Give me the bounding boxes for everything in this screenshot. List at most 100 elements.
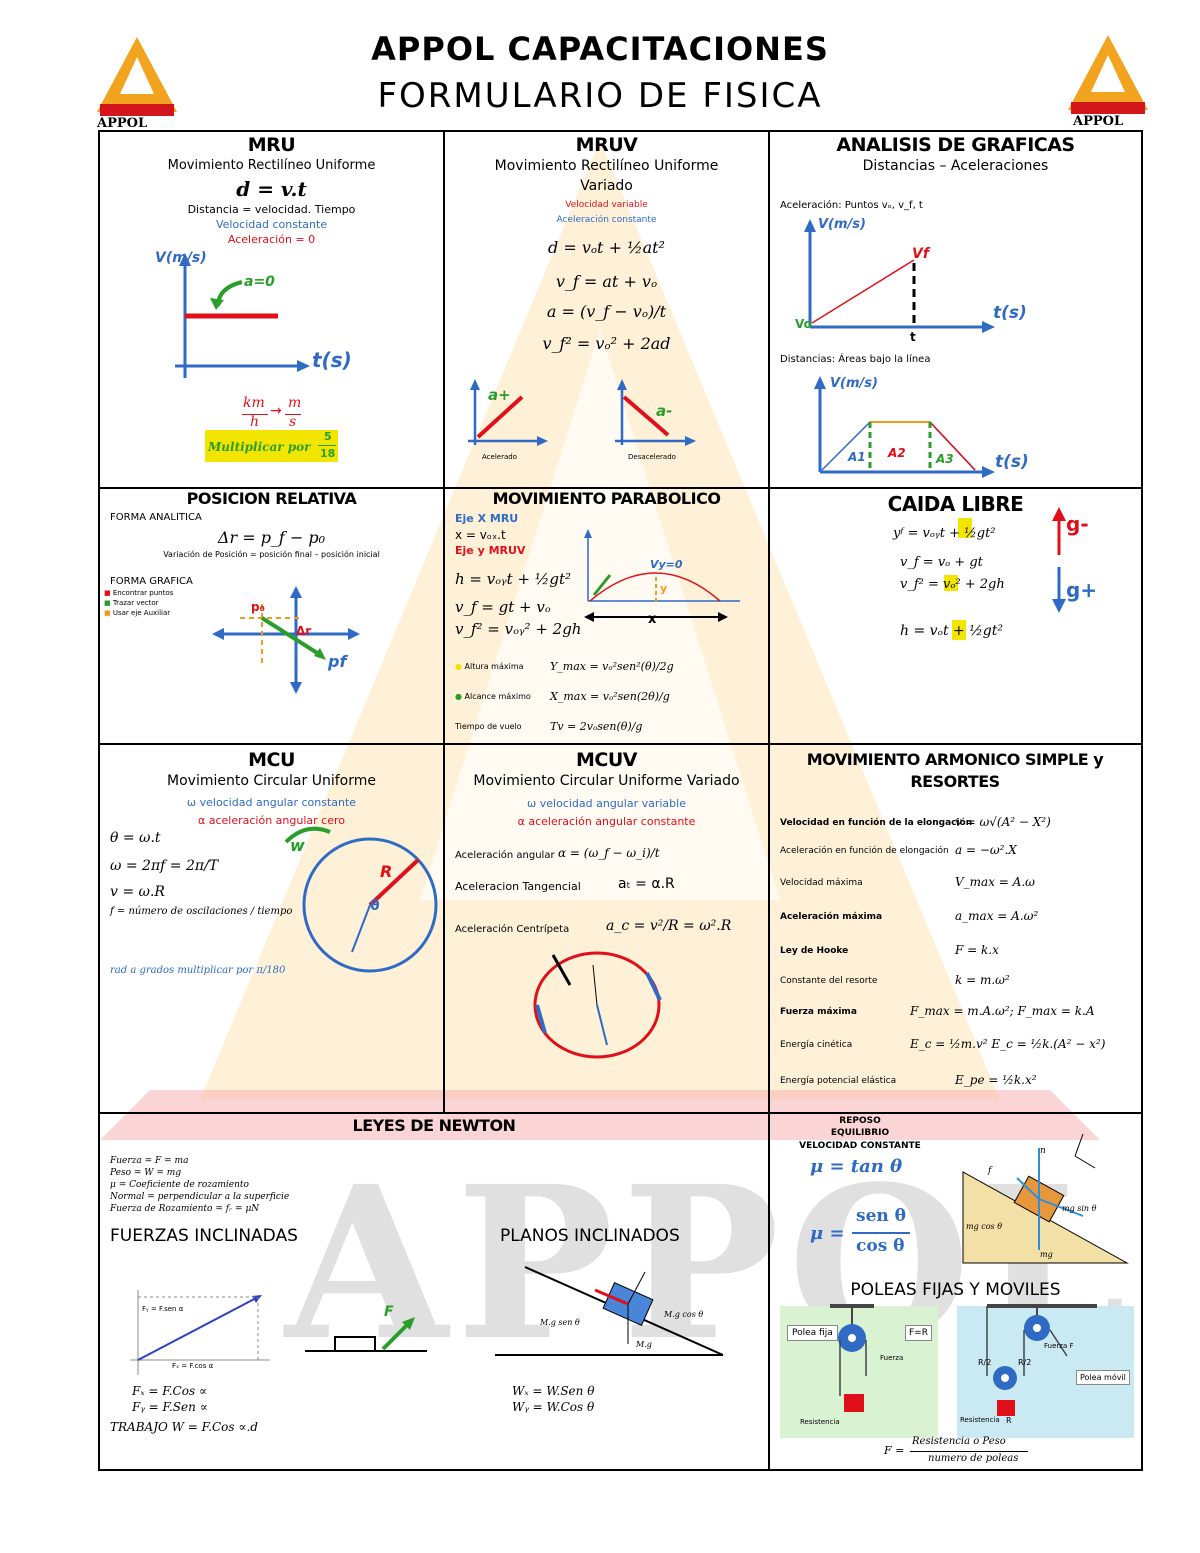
parabolico-fx: x = vₒₓ.t — [455, 528, 506, 542]
graficas-graph1 — [804, 219, 995, 333]
poleas-formula-den: numero de poleas — [928, 1453, 1019, 1464]
reposo-l3: VELOCIDAD CONSTANTE — [799, 1141, 921, 1151]
reposo-f1: μ = tan θ — [810, 1156, 903, 1177]
mru-desc: Distancia = velocidad. Tiempo — [187, 203, 356, 216]
graficas-y1: V(m/s) — [818, 217, 866, 232]
mas-row-label: Constante del resorte — [780, 976, 878, 986]
polea-fuerzaF: Fuerza F — [1044, 1342, 1074, 1350]
polea-r2a: R/2 — [978, 1358, 992, 1367]
reposo-mgcos: mg cos θ — [966, 1222, 1003, 1231]
graficas-graph2 — [814, 376, 995, 478]
mru-title: MRU — [247, 134, 296, 156]
reposo-f2-den: cos θ — [856, 1236, 905, 1256]
graficas-note2: Distancias: Áreas bajo la línea — [780, 354, 931, 365]
mru-conv-num: km — [243, 395, 265, 411]
mru-subtitle: Movimiento Rectilíneo Uniforme — [167, 158, 376, 173]
posicion-formula: Δr = p_f − p₀ — [217, 528, 326, 547]
mas-row-formula: k = m.ω² — [955, 973, 1010, 987]
mas-row-formula: F_max = m.A.ω²; F_max = k.A — [910, 1004, 1095, 1018]
mcuv-f1: α = (ω_f − ω_i)/t — [558, 846, 660, 860]
mcuv-f3: a_c = v²/R = ω².R — [606, 918, 732, 934]
pi1: Wₓ = W.Sen θ — [512, 1384, 595, 1398]
plano-mcos: M.g cos θ — [664, 1310, 704, 1319]
parabolico-item-formula: X_max = vₒ²sen(2θ)/g — [550, 690, 670, 703]
mcuv-f1-label: Aceleración angular — [455, 850, 555, 861]
plano-inclinado-diagram — [495, 1266, 724, 1356]
mcuv-f2: aₜ = α.R — [618, 876, 675, 892]
posicion-item-3: ■ Usar eje Auxiliar — [104, 609, 171, 617]
polea-r: R — [1006, 1416, 1012, 1425]
polea-fr-label: F=R — [905, 1325, 932, 1341]
fy-label: Fᵧ = F.sen α — [142, 1305, 184, 1313]
polea-res2: Resistencia — [960, 1416, 1000, 1424]
mruv-graph-accel — [468, 379, 548, 446]
logo-left — [97, 37, 177, 116]
parabolico-ejey: Eje y MRUV — [455, 544, 526, 557]
parabolico-y-label: y — [660, 582, 668, 595]
posicion-analitica: FORMA ANALITICA — [110, 512, 202, 523]
mruv-note2: Aceleración constante — [556, 215, 657, 225]
graficas-a2: A2 — [888, 446, 906, 460]
mcu-f3: v = ω.R — [110, 884, 165, 900]
newton-inclinadas-title: FUERZAS INCLINADAS — [110, 1226, 298, 1246]
parabolico-item-label: Alcance máximo — [464, 692, 531, 701]
parabolico-vel-label: Vy=0 — [650, 558, 683, 571]
mru-mult: Multiplicar por — [208, 440, 311, 454]
mcu-title: MCU — [248, 749, 295, 771]
mcuv-note1: ω velocidad angular variable — [527, 797, 686, 810]
parabolico-ejex: Eje X MRU — [455, 512, 519, 525]
mru-mult-num: 5 — [324, 430, 332, 443]
mcu-circle — [284, 826, 438, 973]
reposo-f: f — [988, 1166, 992, 1176]
mcu-subtitle: Movimiento Circular Uniforme — [167, 773, 376, 789]
mru-conv-den2: s — [289, 414, 297, 430]
parabolico-item: ● Alcance máximo — [455, 692, 531, 701]
mas-row-formula: a = −ω².X — [955, 843, 1017, 857]
polea-fuerza-label: Fuerza — [880, 1354, 904, 1362]
mas-title: MOVIMIENTO ARMONICO SIMPLE y RESORTES — [806, 750, 1104, 791]
polea-fija-diagram — [830, 1304, 874, 1412]
newton-line: μ = Coeficiente de rozamiento — [110, 1180, 249, 1190]
reposo-n: n — [1040, 1146, 1046, 1156]
mcu-theta: θ — [370, 898, 380, 914]
posicion-p0: p₀ — [251, 600, 265, 614]
posicion-title: POSICION RELATIVA — [186, 489, 357, 508]
caida-f1: yᶠ = vₒᵧt + ½gt² — [893, 526, 996, 541]
polea-movil-diagram — [986, 1304, 1097, 1416]
newton-line: Normal = perpendicular a la superficie — [110, 1192, 290, 1202]
mruv-note1: Velocidad variable — [565, 200, 648, 210]
graficas-x1: t(s) — [993, 303, 1027, 323]
reposo-diagram — [962, 1133, 1129, 1264]
caida-g-up: g- — [1066, 512, 1089, 536]
polea-fija-label: Polea fija — [787, 1325, 838, 1341]
mruv-subtitle1: Movimiento Rectilíneo Uniforme — [494, 158, 719, 174]
mas-row-label: Ley de Hooke — [780, 946, 849, 956]
caida-f4: h = vₒt + ½gt² — [900, 623, 1003, 639]
graficas-vf: Vf — [912, 246, 929, 262]
mru-note1: Velocidad constante — [215, 218, 328, 231]
parabolico-title: MOVIMIENTO PARABOLICO — [492, 489, 721, 508]
mas-row-formula: E_pe = ½k.x² — [955, 1073, 1037, 1087]
page-title: APPOL CAPACITACIONES — [371, 30, 829, 68]
reposo-mg: mg — [1040, 1250, 1053, 1259]
page-subtitle: FORMULARIO DE FISICA — [377, 76, 823, 116]
parabolico-item-label: Altura máxima — [464, 662, 524, 671]
mcuv-subtitle: Movimiento Circular Uniforme Variado — [473, 773, 740, 789]
fx-label: Fₓ = F.cos α — [172, 1362, 214, 1370]
mas-row-formula: E_c = ½m.v² E_c = ½k.(A² − x²) — [910, 1037, 1106, 1051]
parabolico-x-label: x — [648, 612, 657, 627]
mas-row-formula: a_max = A.ω² — [955, 909, 1039, 923]
newton-line: Fuerza de Rozamiento = fᵣ = μN — [110, 1204, 260, 1214]
mcu-f2: ω = 2πf = 2π/T — [110, 858, 219, 874]
logo-right — [1068, 35, 1148, 114]
parabolico-item: ● Altura máxima — [455, 662, 524, 671]
mas-row-label: Fuerza máxima — [780, 1007, 857, 1017]
mruv-f1: d = vₒt + ½at² — [548, 238, 665, 257]
mas-row-label: Velocidad máxima — [780, 878, 863, 888]
mru-graph-y: V(m/s) — [155, 250, 207, 266]
mcu-conv: rad a grados multiplicar por π/180 — [110, 965, 286, 976]
graficas-title: ANALISIS DE GRAFICAS — [836, 134, 1075, 156]
graficas-y2: V(m/s) — [830, 376, 878, 391]
mruv-g2-caption: Desacelerado — [628, 453, 676, 461]
